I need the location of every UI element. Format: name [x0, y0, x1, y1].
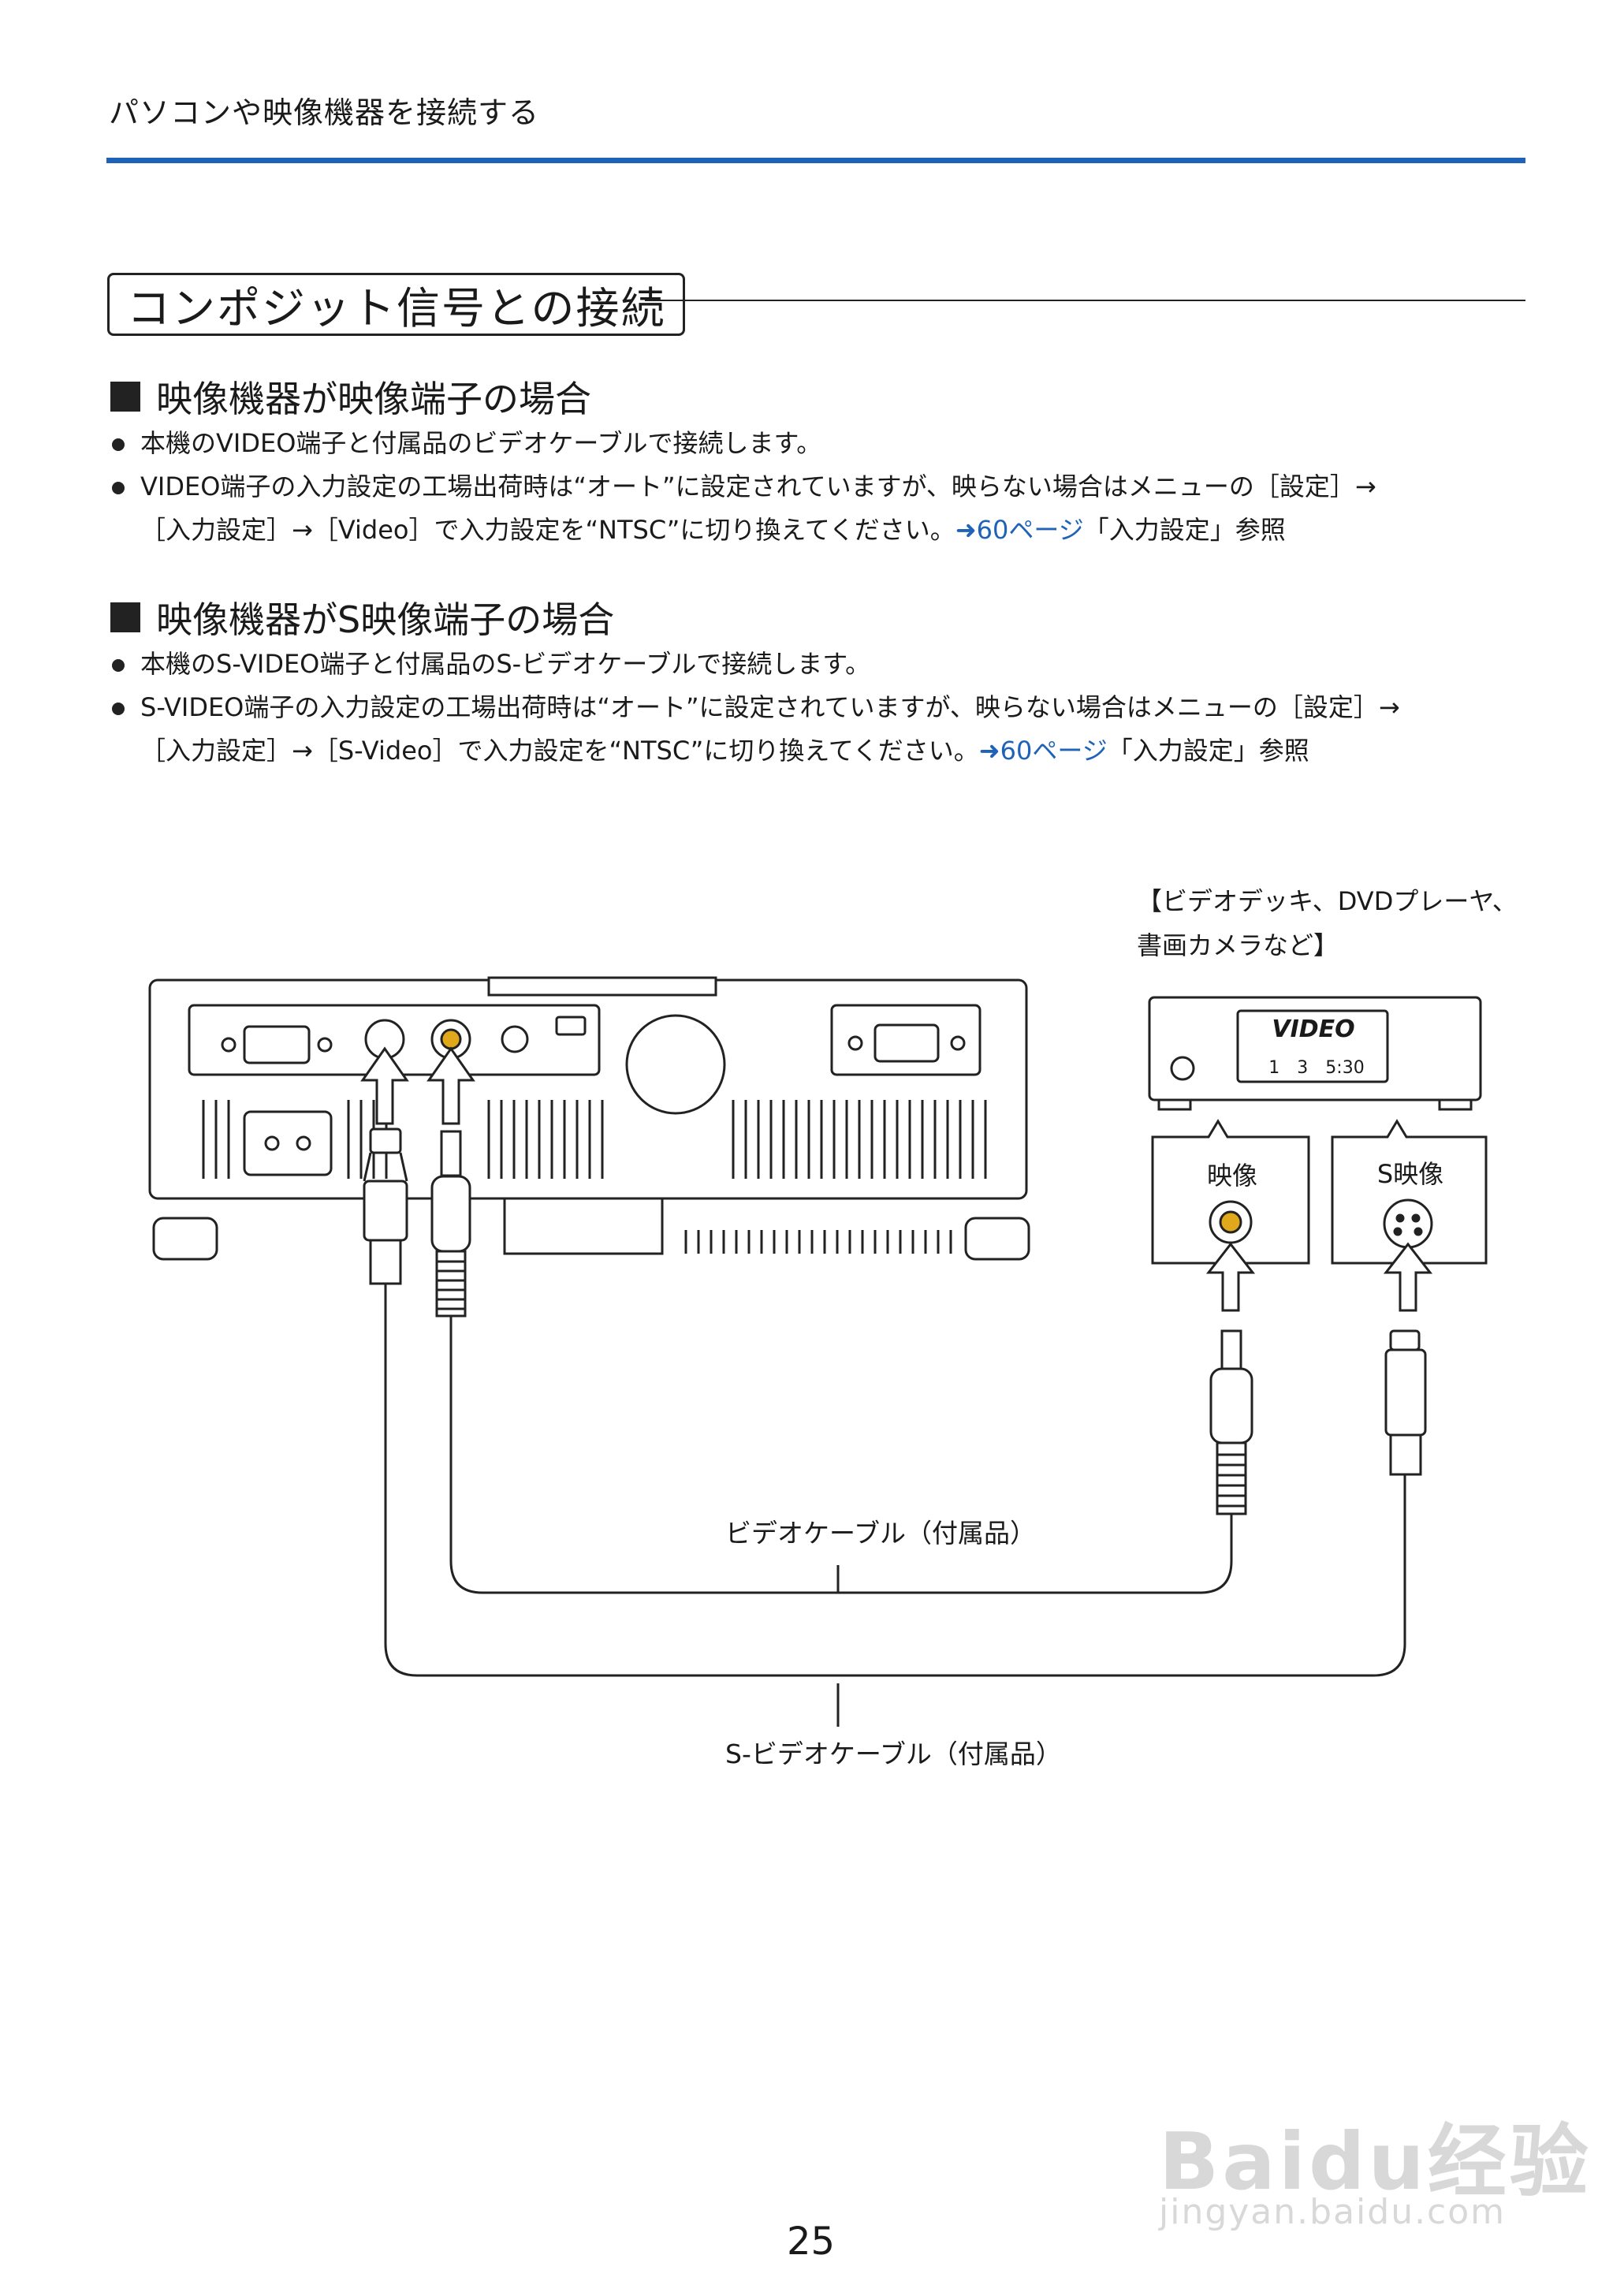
arrow-up-icon	[426, 1046, 475, 1125]
video-jack-callout	[1151, 1119, 1310, 1265]
section-title-text: コンポジット信号との接続	[127, 283, 666, 334]
jack-video-label: 映像	[1206, 1161, 1257, 1191]
bullet-icon	[112, 438, 125, 451]
square-bullet-icon	[110, 382, 140, 412]
page-number: 25	[787, 2220, 836, 2264]
subsection-heading-svideo: 映像機器がS映像端子の場合	[110, 591, 614, 643]
section-title: コンポジット信号との接続	[107, 273, 686, 336]
header-rule	[106, 158, 1525, 163]
device-display-logo: VIDEO	[1272, 1016, 1355, 1043]
list-item: S-VIDEO端子の入力設定の工場出荷時は“オート”に設定されていますが、映らな…	[110, 686, 1529, 729]
square-bullet-icon	[110, 602, 140, 632]
svideo-cable	[384, 1284, 1406, 1677]
arrow-up-icon	[1205, 1242, 1256, 1312]
subsection-body-svideo: 本機のS-VIDEO端子と付属品のS-ビデオケーブルで接続します。 S-VIDE…	[110, 643, 1529, 773]
list-item: 本機のS-VIDEO端子と付属品のS-ビデオケーブルで接続します。	[110, 643, 1529, 686]
device-display-counter: 1 3 5:30	[1268, 1058, 1365, 1078]
page-header-title: パソコンや映像機器を接続する	[109, 95, 540, 130]
svideo-cable-label: S-ビデオケーブル（付属品）	[725, 1739, 1062, 1769]
video-cable-label: ビデオケーブル（付属品）	[725, 1518, 1037, 1549]
arrow-up-icon	[360, 1046, 409, 1125]
subsection-heading-text: 映像機器が映像端子の場合	[156, 378, 591, 420]
bullet-icon	[112, 659, 125, 672]
subsection-body-video: 本機のVIDEO端子と付属品のビデオケーブルで接続します。 VIDEO端子の入力…	[110, 422, 1529, 552]
page-reference-link[interactable]: ➜60ページ	[978, 736, 1108, 766]
video-cable	[449, 1316, 1233, 1594]
av-device	[1148, 996, 1482, 1111]
list-item-continuation: ［入力設定］→［S-Video］で入力設定を“NTSC”に切り換えてください。➜…	[140, 736, 1309, 766]
list-item: 本機のVIDEO端子と付属品のビデオケーブルで接続します。	[110, 422, 1529, 465]
subsection-heading-video: 映像機器が映像端子の場合	[110, 371, 591, 423]
svideo-jack-callout	[1331, 1119, 1488, 1265]
svideo-plug	[363, 1128, 408, 1285]
projector-rear-panel	[148, 976, 1030, 1261]
list-item-continuation: ［入力設定］→［Video］で入力設定を“NTSC”に切り換えてください。➜60…	[140, 515, 1286, 545]
subsection-heading-text: 映像機器がS映像端子の場合	[156, 598, 615, 641]
page-reference-link[interactable]: ➜60ページ	[955, 515, 1084, 545]
watermark-logo: Baidu经验	[1159, 2115, 1592, 2208]
device-caption: 【ビデオデッキ、DVDプレーヤ、 書画カメラなど】	[1137, 886, 1518, 960]
jack-svideo-label: S映像	[1376, 1159, 1444, 1189]
bullet-icon	[112, 703, 125, 715]
watermark-url: jingyan.baidu.com	[1159, 2192, 1507, 2232]
arrow-up-icon	[1383, 1242, 1433, 1312]
video-plug-device	[1209, 1329, 1253, 1515]
svideo-plug-device	[1384, 1329, 1427, 1476]
projector-vents	[202, 1100, 987, 1254]
list-item: VIDEO端子の入力設定の工場出荷時は“オート”に設定されていますが、映らない場…	[110, 465, 1529, 509]
bullet-icon	[112, 482, 125, 494]
section-title-rule	[645, 300, 1525, 301]
